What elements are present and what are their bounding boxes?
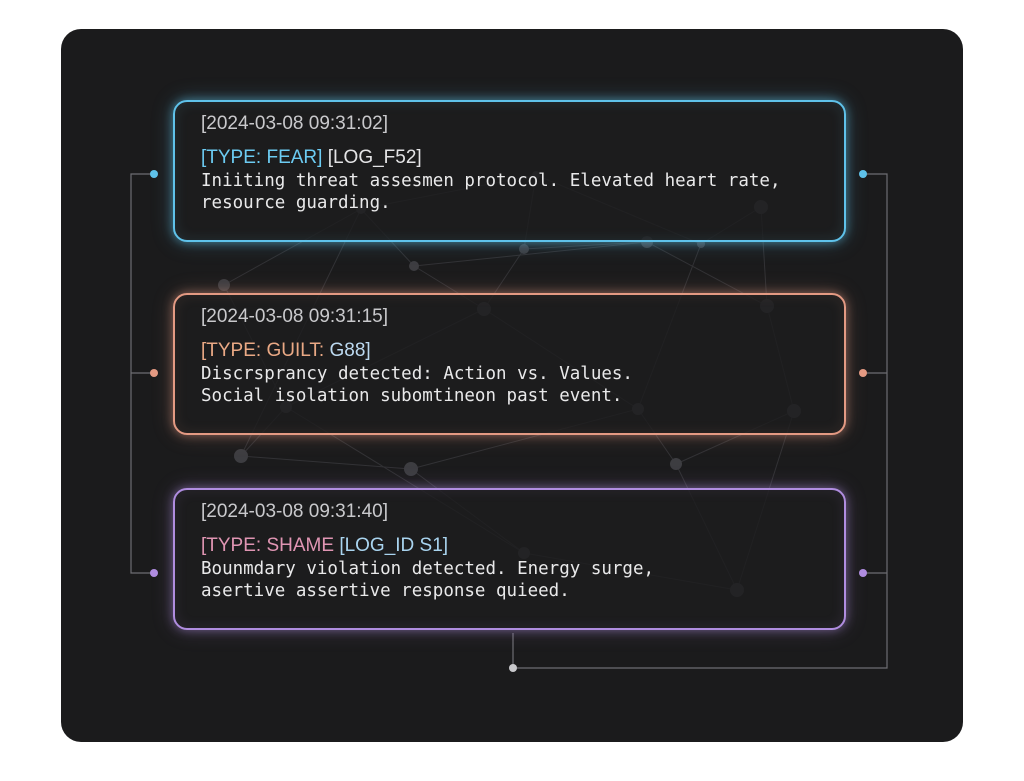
entry-type-tag: [TYPE: SHAME xyxy=(201,535,335,556)
log-entry-guilt[interactable]: [2024-03-08 09:31:15] [TYPE: GUILT: G88]… xyxy=(173,293,846,435)
entry-tag-line: [TYPE: GUILT: G88] xyxy=(201,339,844,363)
connector-dots xyxy=(150,170,867,672)
connector-dot-fear-right xyxy=(859,170,867,178)
log-entry-fear[interactable]: [2024-03-08 09:31:02] [TYPE: FEAR] [LOG_… xyxy=(173,100,846,242)
entry-type-tag: [TYPE: GUILT: xyxy=(201,340,325,361)
entry-tag-line: [TYPE: SHAME [LOG_ID S1] xyxy=(201,534,844,558)
entry-id-tag: [LOG_ID S1] xyxy=(339,535,449,556)
entry-timestamp: [2024-03-08 09:31:02] xyxy=(201,113,388,134)
entry-timestamp: [2024-03-08 09:31:40] xyxy=(201,501,388,522)
entry-message-line: Iniiting threat assesmen protocol. Eleva… xyxy=(201,171,781,191)
entry-id-tag: G88] xyxy=(329,340,371,361)
entry-message-line: resource guarding. xyxy=(201,193,391,213)
entry-message-line: Social isolation subomtineon past event. xyxy=(201,386,623,406)
entry-timestamp: [2024-03-08 09:31:15] xyxy=(201,306,388,327)
entry-message-line: asertive assertive response quieed. xyxy=(201,581,570,601)
log-entry-shame[interactable]: [2024-03-08 09:31:40] [TYPE: SHAME [LOG_… xyxy=(173,488,846,630)
connector-dot-fear-left xyxy=(150,170,158,178)
entry-id-tag: [LOG_F52] xyxy=(327,147,422,168)
entry-message-line: Discrsprancу detected: Action vs. Values… xyxy=(201,364,633,384)
entry-message: Bounmdary violation detected. Energy sur… xyxy=(201,558,844,602)
connector-dot-shame-right xyxy=(859,569,867,577)
connector-dot-bottom xyxy=(509,664,517,672)
entry-message: Discrsprancу detected: Action vs. Values… xyxy=(201,363,844,407)
log-panel: [2024-03-08 09:31:02] [TYPE: FEAR] [LOG_… xyxy=(61,29,963,742)
connector-dot-shame-left xyxy=(150,569,158,577)
connector-dot-guilt-right xyxy=(859,369,867,377)
connector-dot-guilt-left xyxy=(150,369,158,377)
entry-message-line: Bounmdary violation detected. Energy sur… xyxy=(201,559,655,579)
entry-type-tag: [TYPE: FEAR] xyxy=(201,147,323,168)
entry-tag-line: [TYPE: FEAR] [LOG_F52] xyxy=(201,146,844,170)
entry-message: Iniiting threat assesmen protocol. Eleva… xyxy=(201,170,844,214)
